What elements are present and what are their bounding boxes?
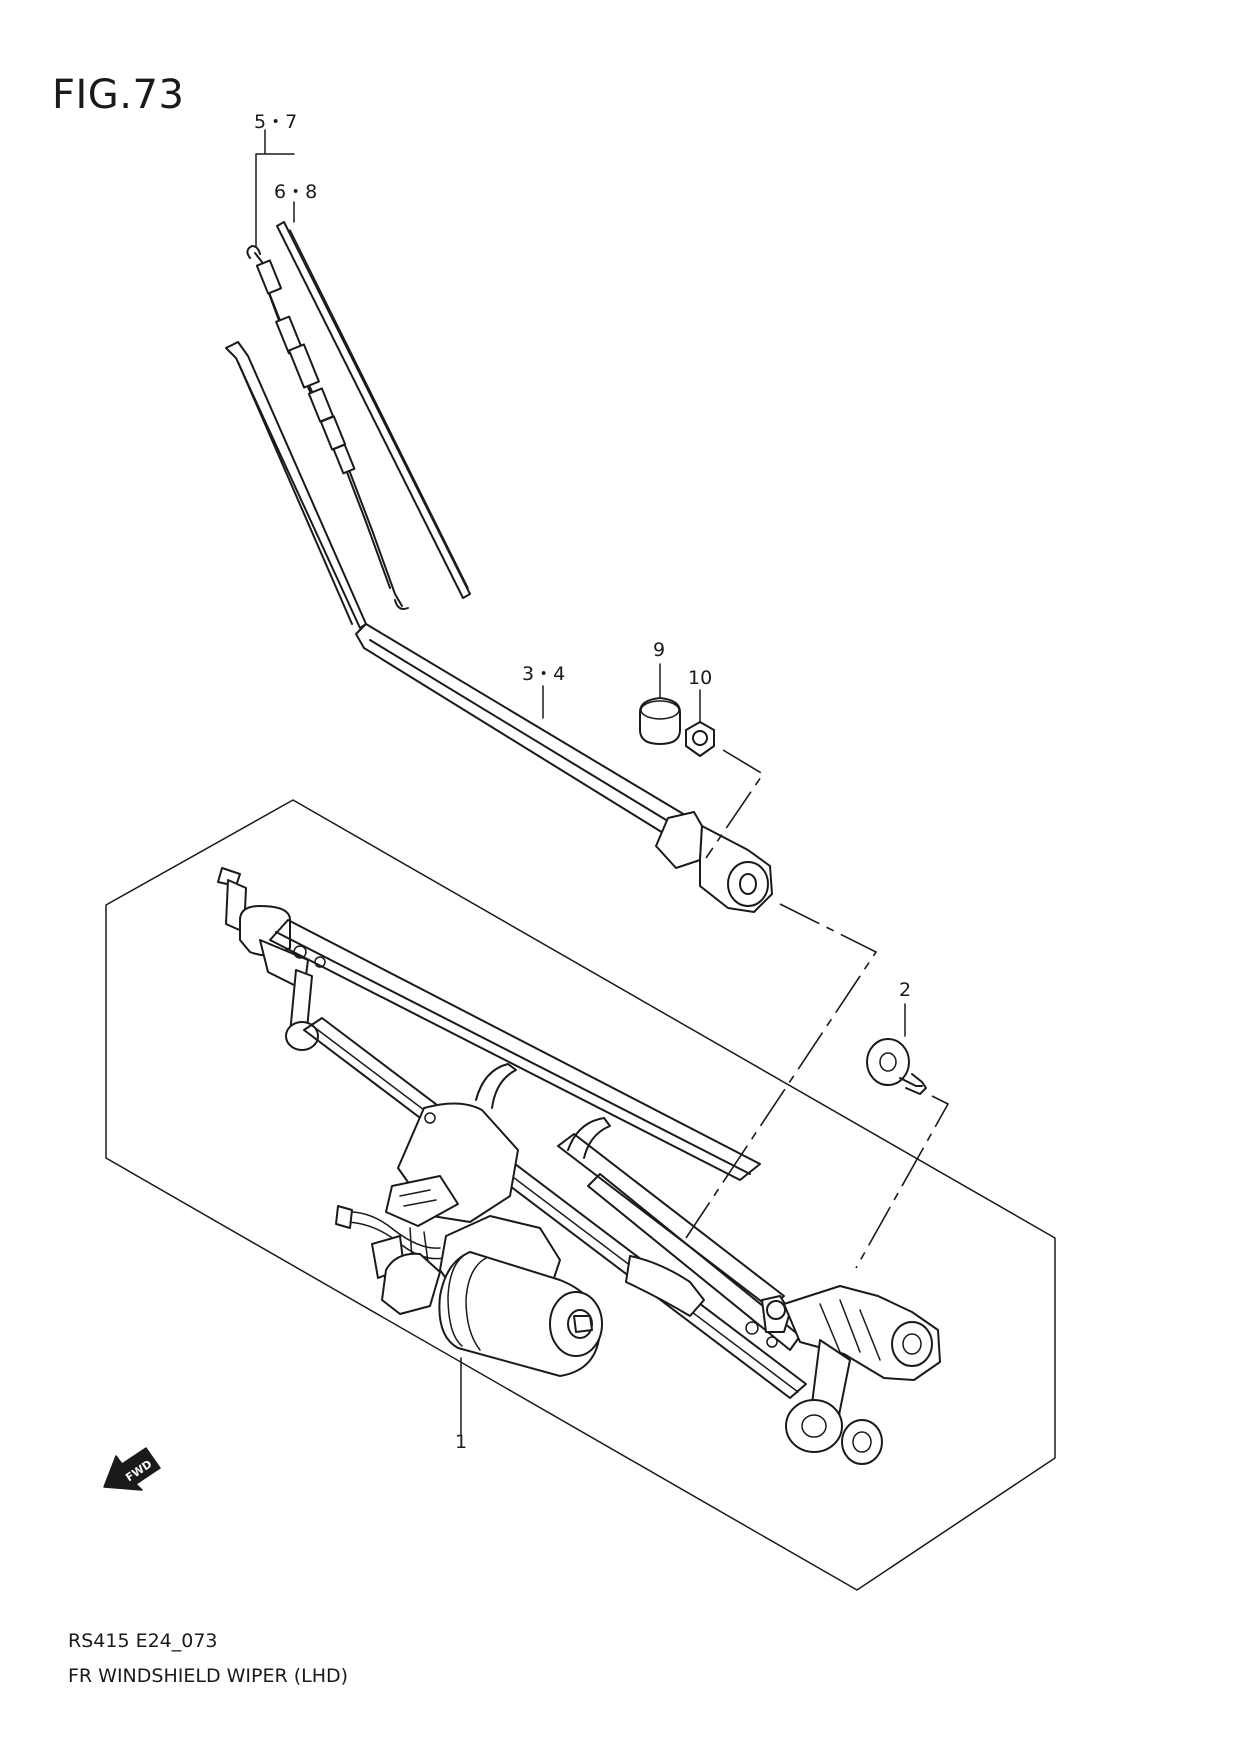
callout-10: 10 <box>688 667 712 689</box>
callout-3-4: 3・4 <box>522 663 565 685</box>
figure-description: FR WINDSHIELD WIPER (LHD) <box>68 1665 349 1687</box>
nut <box>685 721 715 757</box>
callout-9: 9 <box>653 639 665 661</box>
fwd-arrow-icon: FWD <box>103 1447 161 1491</box>
figure-code: RS415 E24_073 <box>68 1630 218 1652</box>
blade-refill <box>276 221 471 599</box>
wiper-linkage-motor <box>217 867 941 1465</box>
wiper-arm <box>225 341 773 913</box>
assembly-boundary <box>105 799 1056 1591</box>
wiper-blade-assembly <box>246 245 409 610</box>
leader-5-7 <box>255 129 295 247</box>
callout-5-7: 5・7 <box>254 111 297 133</box>
callout-1: 1 <box>455 1431 467 1453</box>
callout-6-8: 6・8 <box>274 181 317 203</box>
bolt <box>866 1038 927 1095</box>
callout-2: 2 <box>899 979 911 1001</box>
cap <box>639 697 681 745</box>
figure-title: FIG.73 <box>52 72 185 118</box>
